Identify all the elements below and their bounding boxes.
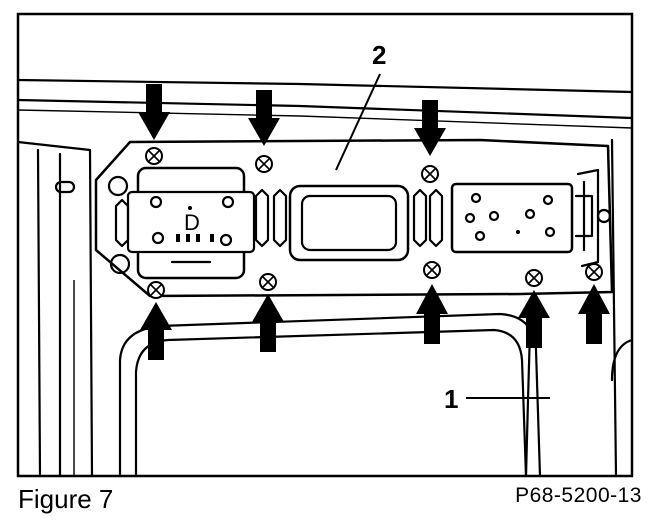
door-pillar bbox=[36, 148, 94, 478]
connector-right bbox=[450, 182, 574, 254]
center-opening bbox=[288, 184, 410, 262]
screw-icon bbox=[525, 269, 543, 287]
arrow-down-icon bbox=[414, 100, 446, 156]
arrow-up-icon bbox=[578, 284, 610, 344]
screw-icon bbox=[255, 155, 273, 173]
arrow-up-icon bbox=[140, 302, 172, 360]
screws bbox=[145, 147, 603, 299]
arrow-up-icon bbox=[252, 294, 284, 352]
arrow-up-icon bbox=[416, 284, 448, 344]
plate-hole bbox=[109, 253, 131, 275]
right-body-edge bbox=[610, 138, 634, 478]
roof-lines bbox=[16, 78, 634, 152]
cable bbox=[524, 328, 532, 478]
callout-1: 1 bbox=[444, 384, 550, 414]
connector-letter: D bbox=[184, 210, 200, 235]
screw-icon bbox=[585, 263, 603, 281]
arrow-down-icon bbox=[248, 90, 280, 146]
screw-icon bbox=[145, 147, 163, 165]
connector-d bbox=[126, 166, 256, 280]
arrow-up-icon bbox=[518, 290, 550, 348]
callout-label-1: 1 bbox=[444, 384, 458, 414]
plate-hole bbox=[107, 175, 129, 197]
screw-icon bbox=[259, 273, 277, 291]
figure-caption: Figure 7 bbox=[18, 484, 114, 514]
callout-2: 2 bbox=[335, 40, 386, 171]
terminal-strip-left bbox=[114, 188, 288, 248]
arrow-down-icon bbox=[138, 84, 170, 140]
screw-icon bbox=[421, 165, 439, 183]
terminal-strip-right bbox=[412, 188, 444, 248]
screw-icon bbox=[423, 261, 441, 279]
callout-label-2: 2 bbox=[372, 40, 386, 70]
arrows-bottom bbox=[140, 284, 610, 360]
reference-code: P68-5200-13 bbox=[515, 484, 642, 507]
screw-icon bbox=[147, 281, 165, 299]
arrows-top bbox=[138, 84, 446, 156]
